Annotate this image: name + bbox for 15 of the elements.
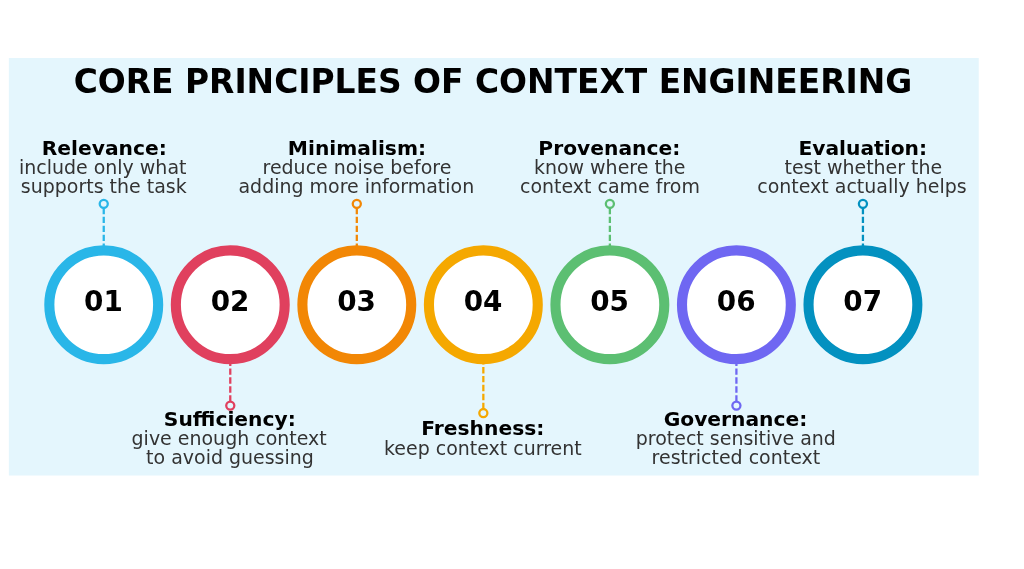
node-text: Freshness: keep context current <box>384 415 582 459</box>
node-text: Evaluation: test whether the context actually helps <box>757 135 967 197</box>
node-circle: 01 <box>44 244 164 364</box>
node-circle: 03 <box>297 244 417 364</box>
node-text: Minimalism: reduce noise before adding more information <box>238 135 475 197</box>
node-circle: 07 <box>803 244 923 364</box>
node-circle: 04 <box>423 244 543 364</box>
node-circle: 02 <box>170 244 290 364</box>
diagram-title: CORE PRINCIPLES OF CONTEXT ENGINEERING <box>73 61 913 101</box>
node-text: Provenance: know where the context came from <box>520 135 700 197</box>
node-text: Sufficiency: give enough context to avoid guessing <box>131 406 327 468</box>
node-circle: 06 <box>676 244 796 364</box>
node-text: Relevance: include only what supports the task <box>18 135 187 197</box>
node-text: Governance: protect sensitive and restricted context <box>635 406 836 468</box>
node-circle: 05 <box>550 244 670 364</box>
